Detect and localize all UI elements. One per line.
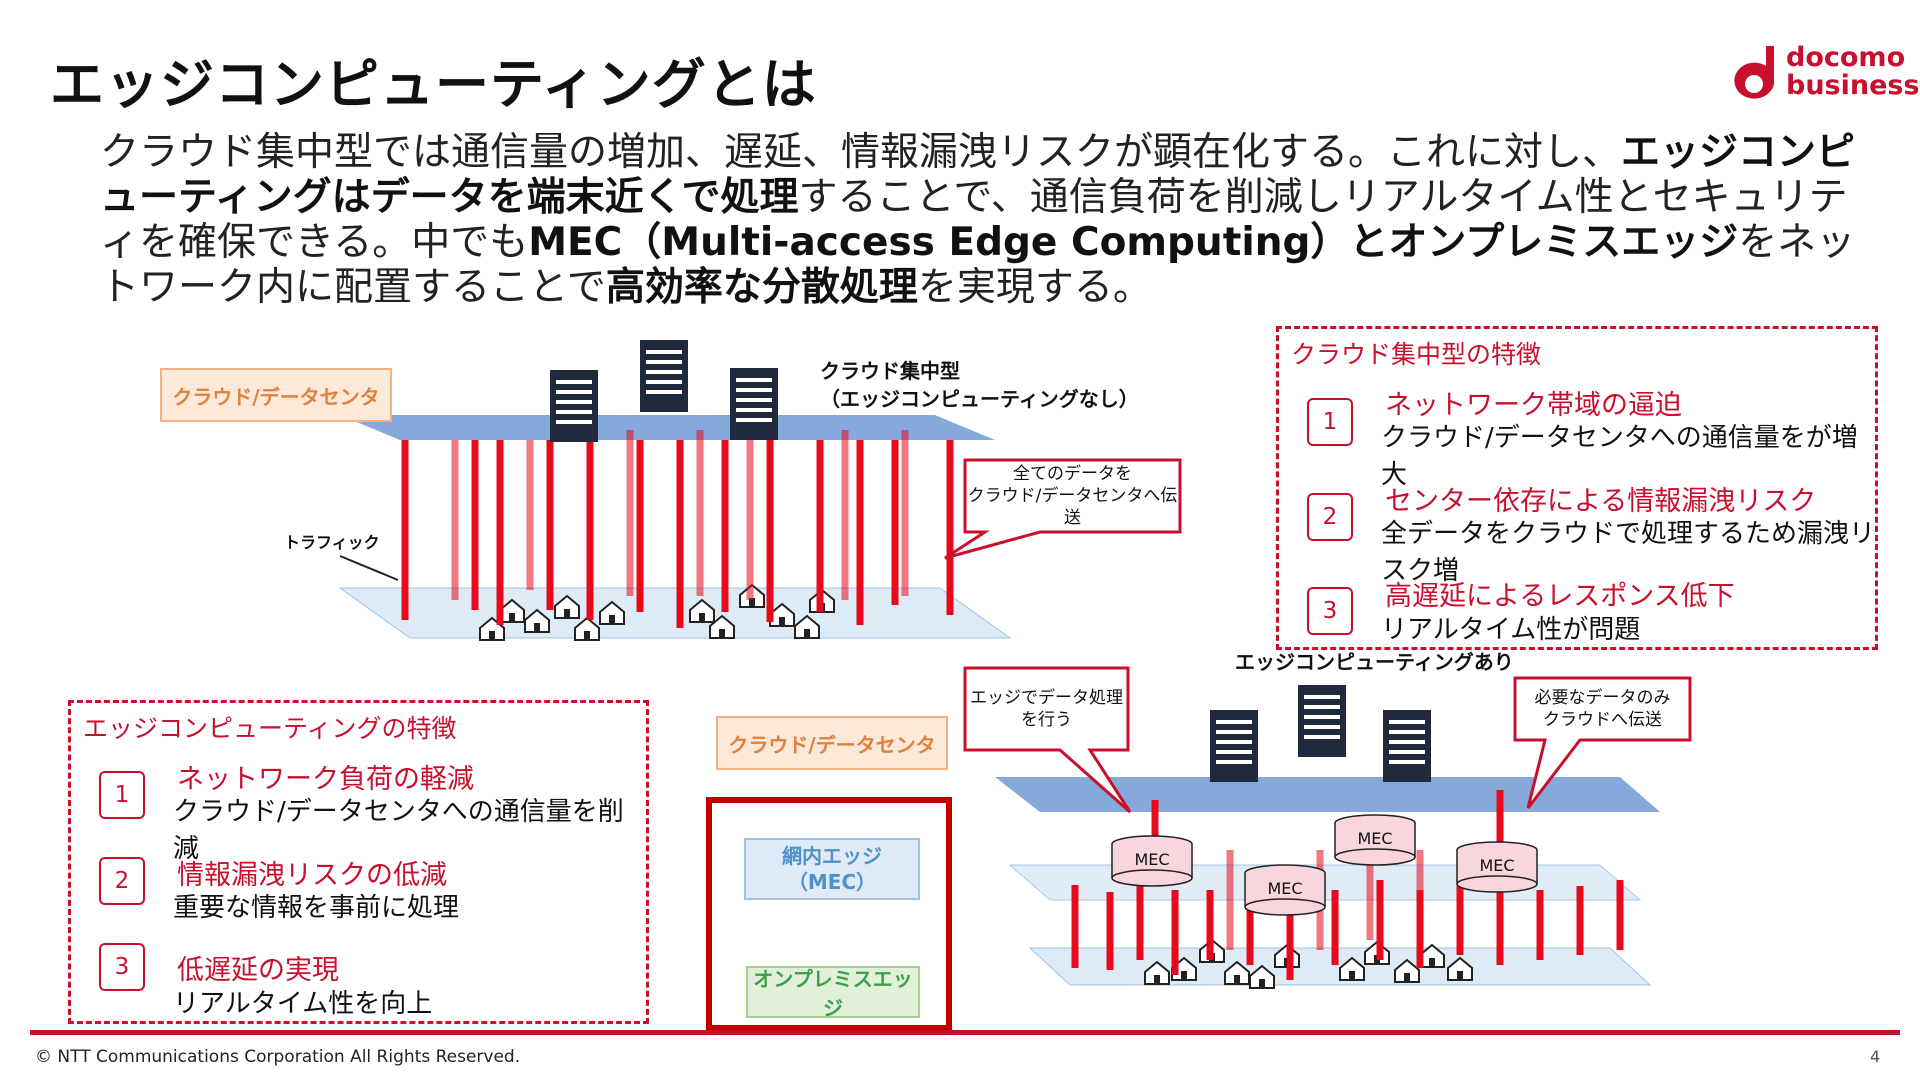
edge-item-1-number: 1 [99,771,145,819]
edge-item-3-number: 3 [99,943,145,991]
docomo-logo-icon [1734,46,1774,99]
bottom-diagram-caption: エッジコンピューティングあり [1235,650,1514,674]
edge-item-2-title: 情報漏洩リスクの低減 [177,860,447,891]
page-title: エッジコンピューティングとは [50,53,817,116]
page-number: 4 [1870,1047,1881,1066]
tag-onprem-edge: オンプレミスエッジ [746,966,920,1020]
cloud-item-3-title: 高遅延によるレスポンス低下 [1385,581,1735,612]
edge-item-2-number: 2 [99,857,145,905]
cloud-item-3-number: 3 [1307,587,1353,635]
cloud-item-2-number: 2 [1307,493,1353,541]
copyright-text: © NTT Communications Corporation All Rig… [35,1047,521,1067]
cloud-item-1-number: 1 [1307,398,1353,446]
cloud-features-box: クラウド集中型の特徴 1 ネットワーク帯域の逼迫 クラウド/データセンタへの通信… [1276,326,1878,650]
tag-cloud-datacenter-bottom: クラウド/データセンタ [716,716,948,770]
traffic-label: トラフィック [284,533,380,552]
cloud-features-heading: クラウド集中型の特徴 [1291,340,1542,369]
edge-item-1-title: ネットワーク負荷の軽減 [177,764,474,795]
top-callout-text: 全てのデータをクラウド/データセンタへ伝送 [967,464,1178,528]
logo-text-docomo: docomo [1786,42,1906,73]
docomo-business-logo: docomo business [1730,34,1920,104]
edge-item-3-title: 低遅延の実現 [177,955,339,986]
mec-label: MEC [1357,829,1393,848]
mec-label: MEC [1267,879,1303,898]
edge-features-heading: エッジコンピューティングの特徴 [83,714,457,743]
bottom-right-callout-text: 必要なデータのみクラウドへ伝送 [1534,688,1671,730]
intro-paragraph: クラウド集中型では通信量の増加、遅延、情報漏洩リスクが顕在化する。これに対し、エ… [100,130,1856,310]
edge-item-3-desc: リアルタイム性を向上 [173,989,433,1019]
edge-features-box: エッジコンピューティングの特徴 1 ネットワーク負荷の軽減 クラウド/データセン… [68,700,649,1024]
top-diagram-caption: クラウド集中型 （エッジコンピューティングなし） [820,359,1139,411]
tag-cloud-datacenter: クラウド/データセンタ [160,368,392,422]
logo-text-business: business [1786,70,1920,101]
cloud-item-1-desc: クラウド/データセンタへの通信量をが増大 [1381,423,1858,490]
bottom-left-callout-text: エッジでデータ処理を行う [970,688,1123,730]
cloud-item-2-title: センター依存による情報漏洩リスク [1385,486,1817,517]
tag-network-edge-mec: 網内エッジ（MEC） [744,838,920,900]
mec-label: MEC [1134,850,1170,869]
footer-divider [30,1030,1900,1035]
edge-item-2-desc: 重要な情報を事前に処理 [173,893,460,923]
cloud-item-1-title: ネットワーク帯域の逼迫 [1385,390,1682,421]
edge-item-1-desc: クラウド/データセンタへの通信量を削減 [173,797,624,864]
mec-label: MEC [1479,856,1515,875]
cloud-item-3-desc: リアルタイム性が問題 [1381,615,1641,645]
cloud-item-2-desc: 全データをクラウドで処理するため漏洩リスク増 [1381,519,1876,586]
